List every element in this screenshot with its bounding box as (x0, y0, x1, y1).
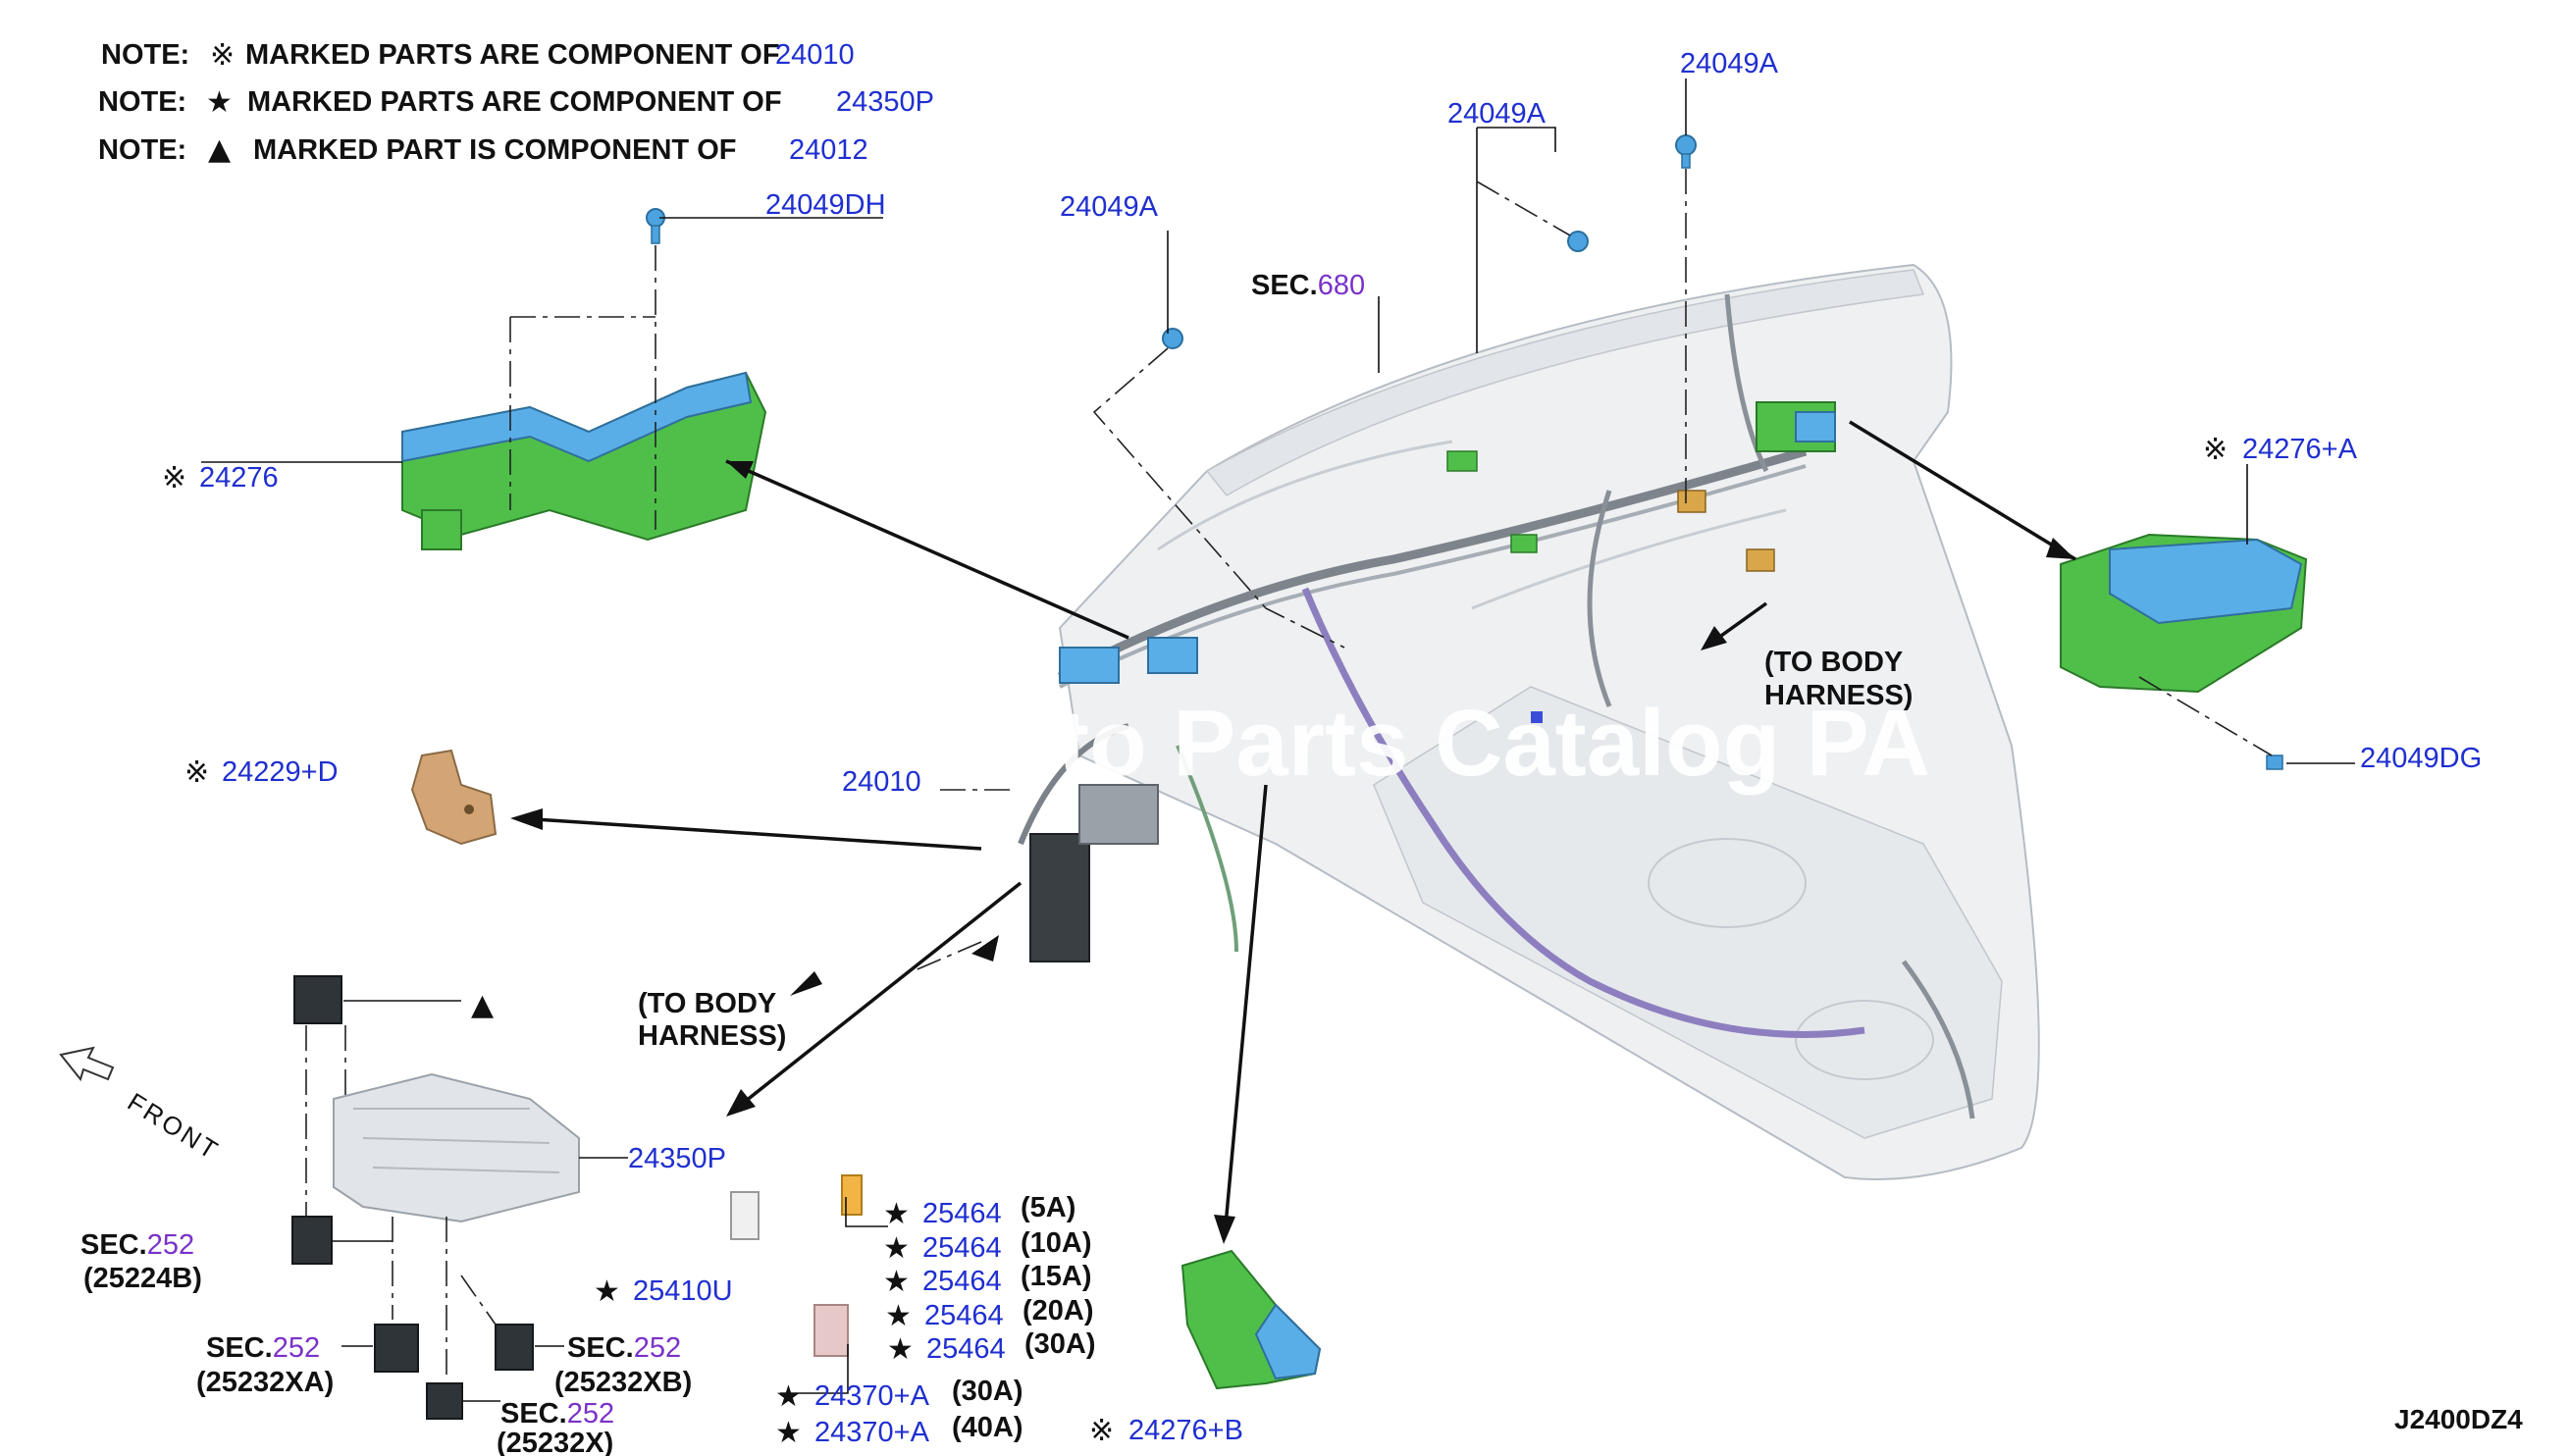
kome-symbol-24229D: ※ (184, 755, 209, 790)
svg-text:HARNESS): HARNESS) (1764, 680, 1913, 711)
section-ref-252-25224B[interactable]: SEC.252 (25224B) (80, 1229, 202, 1294)
svg-text:(10A): (10A) (1021, 1227, 1092, 1259)
svg-text:(40A): (40A) (952, 1412, 1023, 1443)
part-label-24049A-3[interactable]: 24049A (1680, 48, 1779, 79)
kome-symbol-24276A: ※ (2203, 433, 2228, 467)
fuse-25464-illustration (841, 1174, 863, 1216)
part-label-24049A-1[interactable]: 24049A (1060, 191, 1159, 223)
fuse-24370A-illustration (813, 1304, 849, 1357)
part-label-25410U[interactable]: 25410U (633, 1275, 733, 1307)
part-label-24370A-40A[interactable]: 24370+A (814, 1417, 930, 1448)
fuse-25410U-illustration (730, 1191, 760, 1240)
module-24276-illustration (401, 371, 767, 550)
part-label-25464-10A[interactable]: 25464 (922, 1232, 1002, 1264)
screw-24049A-2-illustration (1567, 231, 1589, 252)
svg-text:★: ★ (883, 1265, 910, 1299)
svg-text:★: ★ (775, 1416, 802, 1450)
svg-text:HARNESS): HARNESS) (638, 1020, 786, 1052)
svg-text:★: ★ (885, 1299, 912, 1333)
part-label-24049DG[interactable]: 24049DG (2360, 743, 2482, 774)
part-label-25464-20A[interactable]: 25464 (924, 1300, 1004, 1331)
svg-text:(5A): (5A) (1021, 1192, 1075, 1223)
svg-text:(30A): (30A) (952, 1376, 1023, 1407)
note-2-symbol: ★ (206, 85, 233, 120)
note-2-prefix: NOTE: (98, 86, 186, 118)
part-label-24229D[interactable]: 24229+D (222, 756, 339, 788)
svg-text:(TO BODY: (TO BODY (638, 988, 776, 1019)
svg-text:SEC.252: SEC.252 (567, 1332, 681, 1364)
note-1-prefix: NOTE: (101, 39, 189, 71)
to-body-harness-label-2: (TO BODY HARNESS) (638, 988, 786, 1052)
part-label-24049A-2[interactable]: 24049A (1447, 98, 1547, 130)
section-ref-252-25232X[interactable]: SEC.252 (25232X) (497, 1398, 614, 1456)
note-3-text: MARKED PART IS COMPONENT OF (253, 134, 736, 166)
svg-text:(25232X): (25232X) (497, 1428, 613, 1456)
triangle-symbol: ▲ (471, 988, 494, 1022)
svg-text:(25232XA): (25232XA) (196, 1367, 334, 1398)
svg-text:SEC.680: SEC.680 (1251, 270, 1365, 301)
section-prefix: SEC. (1251, 270, 1318, 301)
notes-block: NOTE: ※ MARKED PARTS ARE COMPONENT OF 24… (98, 38, 934, 167)
part-label-24049DH[interactable]: 24049DH (765, 189, 886, 221)
part-label-24370A-30A[interactable]: 24370+A (814, 1380, 930, 1412)
screw-24049DG-illustration (2266, 754, 2283, 770)
svg-text:(25232XB): (25232XB) (554, 1367, 692, 1398)
part-label-24350P[interactable]: 24350P (628, 1143, 726, 1174)
bracket-24229D-illustration (410, 749, 498, 846)
screw-24049A-3-illustration (1675, 134, 1697, 169)
module-24276B-illustration (1180, 1249, 1322, 1390)
note-2-part-link[interactable]: 24350P (836, 86, 934, 118)
relay-box-illustration (291, 975, 580, 1420)
note-3-symbol: ▲ (208, 132, 231, 167)
diagram-code: J2400DZ4 (2394, 1404, 2523, 1434)
part-label-24010[interactable]: 24010 (842, 766, 921, 798)
part-label-25464-30A[interactable]: 25464 (926, 1333, 1006, 1365)
svg-text:(TO BODY: (TO BODY (1764, 647, 1903, 678)
svg-text:SEC.252: SEC.252 (80, 1229, 194, 1261)
module-24276A-illustration (2060, 533, 2308, 694)
section-ref-680[interactable]: SEC.680 (1251, 270, 1365, 301)
svg-text:★: ★ (883, 1231, 910, 1266)
front-direction-indicator: FRONT (59, 1046, 226, 1167)
front-label: FRONT (123, 1087, 226, 1167)
star-symbol-25410U: ★ (594, 1274, 620, 1309)
svg-text:SEC.252: SEC.252 (206, 1332, 320, 1364)
note-1-symbol: ※ (210, 38, 235, 73)
svg-text:★: ★ (775, 1379, 802, 1414)
note-2-text: MARKED PARTS ARE COMPONENT OF (247, 86, 782, 118)
section-ref-252-25232XA[interactable]: SEC.252 (25232XA) (196, 1332, 334, 1398)
svg-text:(25224B): (25224B) (83, 1263, 202, 1294)
screw-24049DH-illustration (646, 208, 665, 244)
note-3-prefix: NOTE: (98, 134, 186, 166)
instrument-panel-illustration (1018, 263, 2040, 1180)
kome-symbol-24276B: ※ (1089, 1414, 1114, 1448)
part-label-24276[interactable]: 24276 (199, 462, 279, 494)
screw-24049A-1-illustration (1162, 328, 1183, 349)
svg-text:(15A): (15A) (1021, 1261, 1092, 1292)
svg-text:★: ★ (887, 1332, 914, 1367)
note-1-part-link[interactable]: 24010 (775, 39, 855, 71)
section-ref-252-25232XB[interactable]: SEC.252 (25232XB) (554, 1332, 692, 1398)
svg-text:(20A): (20A) (1023, 1295, 1094, 1326)
watermark: Auto Parts Catalog PA (932, 691, 1930, 796)
part-label-24276B[interactable]: 24276+B (1128, 1415, 1243, 1446)
svg-text:★: ★ (883, 1197, 910, 1231)
part-label-25464-15A[interactable]: 25464 (922, 1266, 1002, 1297)
note-1-text: MARKED PARTS ARE COMPONENT OF (245, 39, 780, 71)
note-3-part-link[interactable]: 24012 (789, 134, 868, 166)
to-body-harness-label-1: (TO BODY HARNESS) (1764, 647, 1913, 711)
pointer-arrows (510, 420, 2076, 1244)
part-label-25464-5A[interactable]: 25464 (922, 1198, 1002, 1229)
svg-text:SEC.252: SEC.252 (500, 1398, 614, 1430)
part-label-24276A[interactable]: 24276+A (2242, 434, 2358, 465)
fuse-list-24370A: ★ 24370+A (30A) ★ 24370+A (40A) (775, 1376, 1023, 1450)
kome-symbol-24276: ※ (162, 461, 186, 495)
fuse-list-25464: ★ 25464 (5A) ★ 25464 (10A) ★ 25464 (15A)… (883, 1192, 1096, 1367)
svg-text:(30A): (30A) (1024, 1328, 1096, 1360)
leader-lines (201, 78, 2355, 1402)
section-number[interactable]: 680 (1318, 270, 1365, 301)
